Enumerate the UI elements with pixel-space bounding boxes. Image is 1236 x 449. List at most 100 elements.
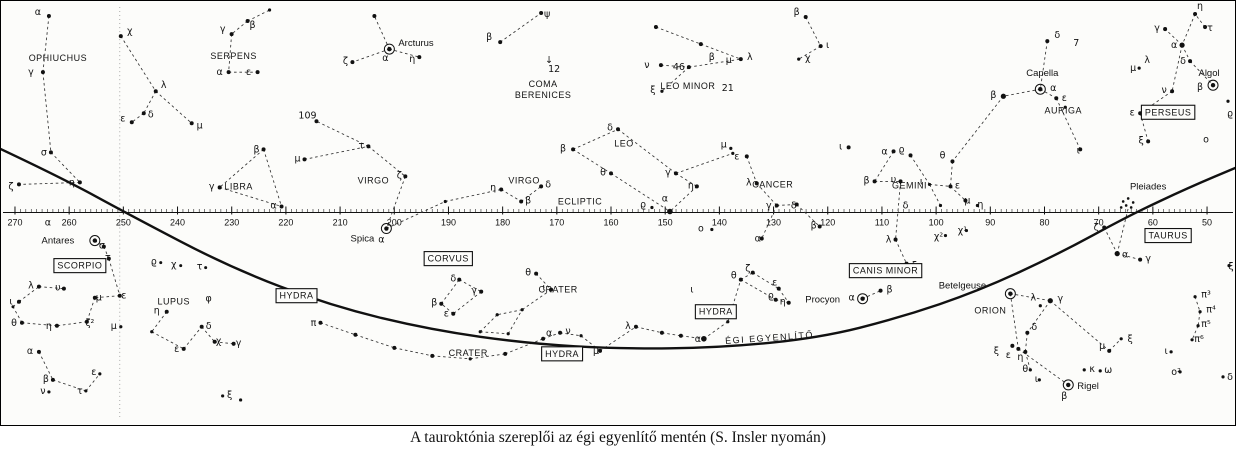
star xyxy=(164,309,169,314)
star xyxy=(731,151,735,155)
constellation-label-box xyxy=(1140,104,1196,120)
constellation-line xyxy=(316,120,369,147)
star xyxy=(92,295,97,300)
constellation-line xyxy=(521,289,552,311)
star xyxy=(141,111,146,116)
star-designation-label: α xyxy=(1122,250,1128,261)
star xyxy=(579,334,583,338)
celestial-equator-curve xyxy=(1,147,1235,350)
star-designation-label: η xyxy=(688,180,694,191)
star-designation-label: β xyxy=(794,7,800,18)
constellation-line xyxy=(52,379,86,392)
star xyxy=(817,224,822,229)
constellation-line xyxy=(18,182,80,185)
star-designation-label: μ xyxy=(1099,341,1105,352)
star xyxy=(1188,59,1193,64)
star-designation-label: ε xyxy=(955,180,960,191)
star xyxy=(1131,201,1135,204)
constellation-line xyxy=(1197,311,1201,326)
constellation-label: VIRGO xyxy=(508,175,539,185)
star xyxy=(1107,348,1112,353)
constellation-line xyxy=(497,309,523,316)
constellation-line xyxy=(895,239,907,264)
star xyxy=(366,144,371,149)
constellation-line xyxy=(151,311,168,333)
star xyxy=(738,57,743,62)
star xyxy=(1190,338,1194,342)
star-designation-label: θ xyxy=(731,271,737,282)
star-designation-label: α xyxy=(848,293,854,304)
star xyxy=(891,149,896,154)
constellation-line xyxy=(1010,293,1051,302)
constellation-line xyxy=(50,152,81,183)
constellation-line xyxy=(231,20,248,35)
star-designation-label: β xyxy=(990,90,996,101)
star-designation-label: ζ xyxy=(745,264,750,275)
star-designation-label: γ xyxy=(1154,23,1160,34)
named-star xyxy=(384,226,389,231)
axis-tick-label: 60 xyxy=(1148,218,1158,228)
star xyxy=(1126,197,1130,200)
star-designation-label: ε xyxy=(91,367,96,378)
star-designation-label: τ xyxy=(1207,23,1213,34)
axis-tick-label: 250 xyxy=(116,218,131,228)
star-designation-label: ε xyxy=(246,67,251,78)
star xyxy=(229,32,234,37)
star xyxy=(443,199,447,204)
star xyxy=(267,8,272,12)
constellation-line xyxy=(895,181,901,240)
star xyxy=(226,70,231,75)
named-star-ring xyxy=(383,43,395,55)
named-star-ring xyxy=(1062,379,1074,391)
star xyxy=(694,184,699,189)
star xyxy=(261,147,266,152)
star xyxy=(101,244,106,249)
star-name-label: Arcturus xyxy=(398,38,434,49)
star-designation-label: ζ² xyxy=(85,318,94,329)
constellation-label: SERPENS xyxy=(210,51,256,61)
star-designation-label: τ xyxy=(359,140,365,151)
star-designation-label: 7 xyxy=(1073,38,1079,49)
named-star-ring xyxy=(89,235,101,247)
constellation-line xyxy=(775,299,789,304)
star xyxy=(878,288,883,293)
star-designation-label: ζ xyxy=(8,181,13,192)
star-designation-label: λ xyxy=(28,281,34,292)
star-designation-label: γ xyxy=(220,24,226,35)
star xyxy=(302,157,307,162)
star-designation-label: α xyxy=(382,53,388,64)
star xyxy=(964,228,969,233)
constellation-line xyxy=(505,338,544,355)
star-designation-label: ε xyxy=(174,344,179,355)
star-designation-label: π xyxy=(311,318,317,329)
star xyxy=(46,14,51,19)
axis-tick-label: 230 xyxy=(224,218,239,228)
star-designation-label: ϱ xyxy=(1227,108,1233,119)
star-designation-label: ο xyxy=(1203,134,1209,145)
constellation-line xyxy=(352,48,390,63)
star-name-label: Rigel xyxy=(1077,381,1099,392)
star xyxy=(159,261,163,265)
star-designation-label: η xyxy=(46,321,52,332)
star xyxy=(650,205,654,210)
star-designation-label: μ xyxy=(1130,63,1136,74)
star-designation-label: α xyxy=(35,7,41,18)
constellation-line xyxy=(776,204,797,206)
named-star-ring xyxy=(1004,288,1016,300)
constellation-label: ORION xyxy=(974,306,1006,316)
star xyxy=(16,182,21,187)
star xyxy=(439,301,444,306)
constellation-line xyxy=(874,151,894,182)
star xyxy=(1169,350,1173,354)
constellation-line xyxy=(38,286,64,290)
named-star-ring xyxy=(380,223,392,235)
constellation-line xyxy=(108,258,121,296)
star-designation-label: 46 xyxy=(673,62,685,73)
star xyxy=(541,336,546,341)
constellation-label: CRATER xyxy=(449,348,488,358)
axis-tick-label: 240 xyxy=(170,218,185,228)
named-star xyxy=(1210,82,1216,88)
constellation-line xyxy=(635,326,663,334)
named-star xyxy=(92,238,98,243)
